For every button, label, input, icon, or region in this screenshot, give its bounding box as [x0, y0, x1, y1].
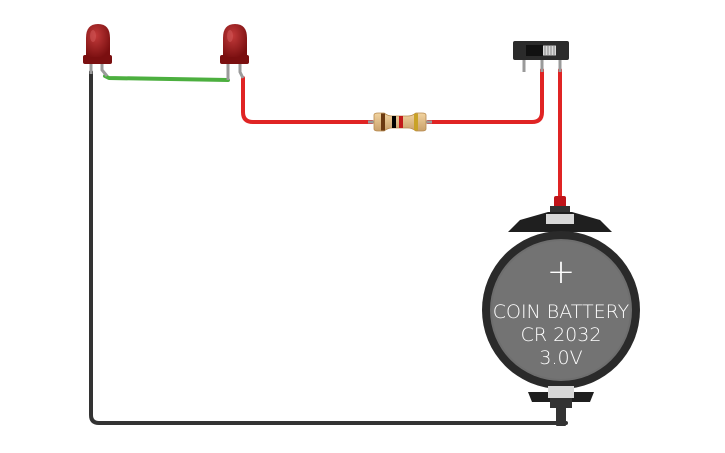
wire-led2-to-resistor[interactable]: [241, 76, 374, 124]
battery-negative-terminal[interactable]: [556, 406, 566, 426]
led-1[interactable]: [83, 24, 112, 77]
wire-led1-to-led2[interactable]: [103, 74, 230, 82]
led-2[interactable]: [220, 24, 249, 80]
resistor[interactable]: [368, 112, 432, 132]
wire-led1-to-battery-negative[interactable]: [89, 70, 568, 425]
coin-battery[interactable]: + COIN BATTERY CR 2032 3.0V: [482, 196, 640, 426]
wires: [89, 68, 568, 425]
wire-resistor-to-switch[interactable]: [426, 68, 544, 124]
battery-label-line1: COIN BATTERY: [493, 301, 630, 323]
battery-label-line3: 3.0V: [539, 347, 582, 369]
slide-switch[interactable]: [513, 41, 569, 72]
battery-label-line2: CR 2032: [521, 324, 602, 346]
battery-positive-symbol: +: [547, 252, 576, 292]
